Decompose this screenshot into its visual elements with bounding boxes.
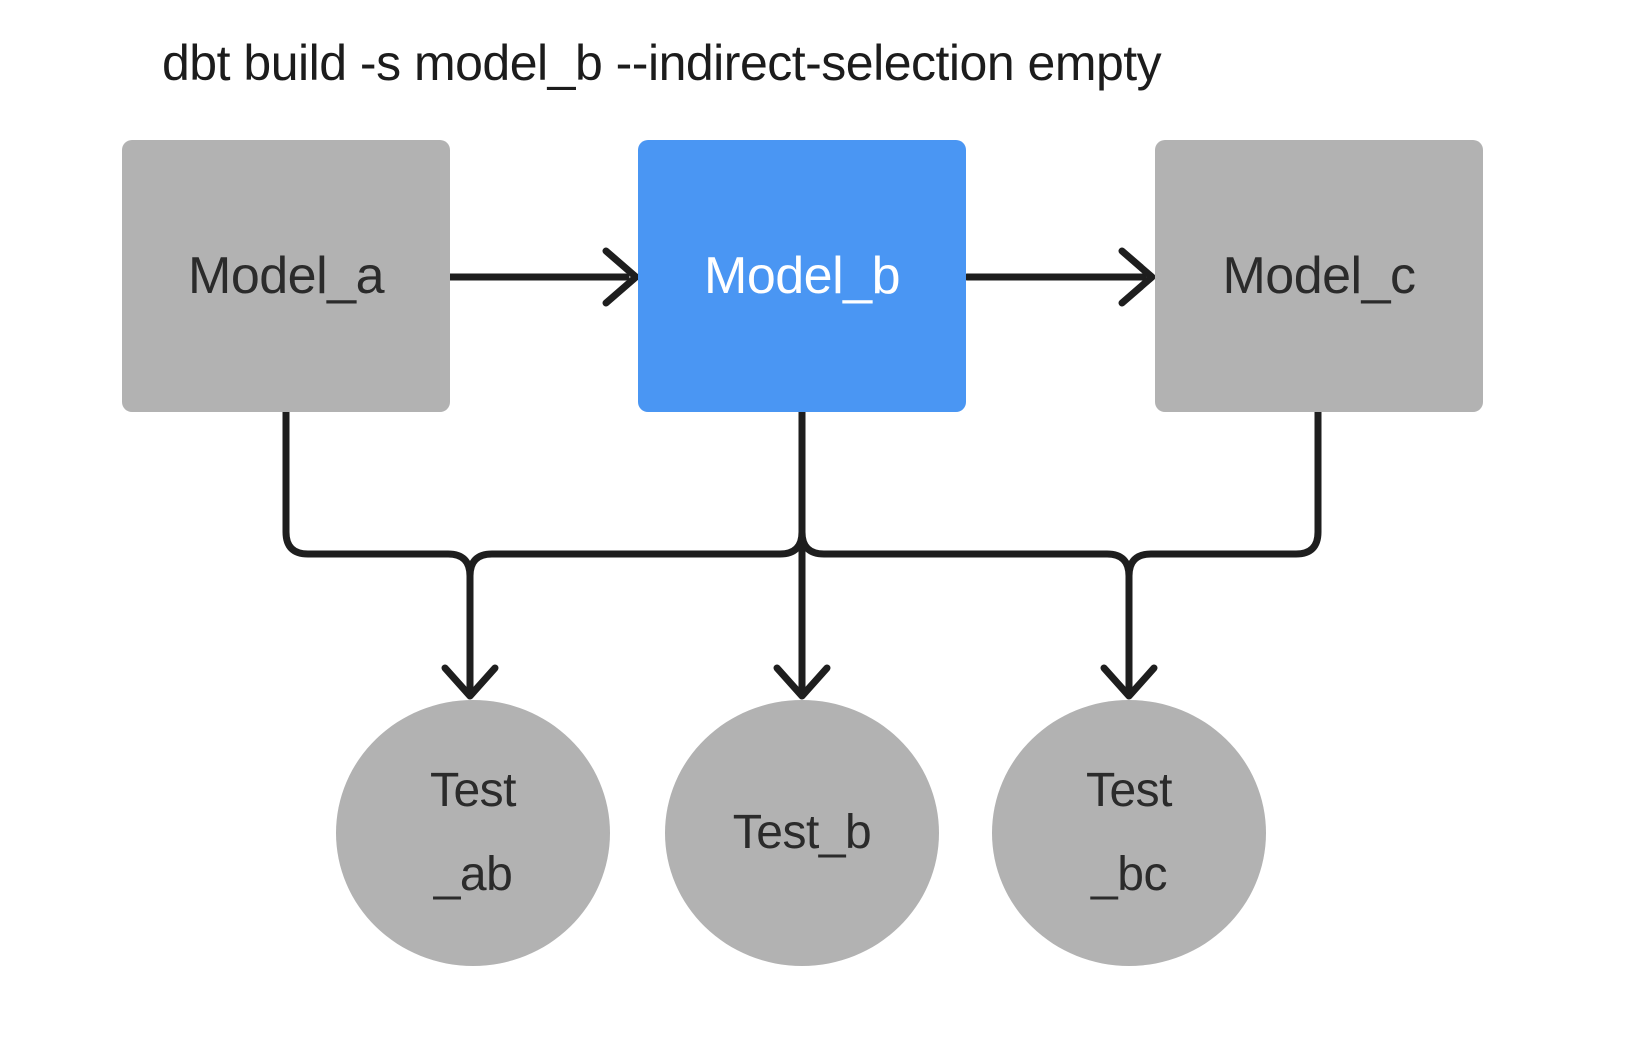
node-model-c-label: Model_c — [1222, 247, 1416, 305]
node-test-bc-label-line1: Test — [1085, 764, 1173, 817]
node-model-a: Model_a — [122, 140, 450, 412]
node-test-ab-label-line2: _ab — [433, 848, 513, 901]
node-test-bc-label-line2: _bc — [1091, 848, 1167, 901]
node-model-a-label: Model_a — [188, 247, 384, 305]
arrowhead-test-ab — [441, 664, 499, 700]
arrowhead-model-b — [602, 247, 640, 307]
edge-model-c-test-bc — [1125, 408, 1322, 694]
diagram-title: dbt build -s model_b --indirect-selectio… — [162, 35, 1162, 91]
arrowhead-model-c — [1118, 247, 1156, 307]
node-test-bc: Test _bc — [992, 700, 1266, 966]
node-test-b-label: Test_b — [732, 806, 872, 859]
arrowhead-test-b — [773, 664, 831, 700]
node-model-b: Model_b — [638, 140, 966, 412]
edge-model-b-test-ab — [466, 408, 806, 694]
node-model-b-label: Model_b — [704, 247, 900, 305]
node-test-ab-label-line1: Test — [429, 764, 517, 817]
node-test-b: Test_b — [665, 700, 939, 966]
edge-model-a-test-ab — [282, 408, 474, 694]
edge-model-b-test-bc — [798, 408, 1133, 694]
arrowhead-test-bc — [1100, 664, 1158, 700]
node-test-ab: Test _ab — [336, 700, 610, 966]
node-model-c: Model_c — [1155, 140, 1483, 412]
